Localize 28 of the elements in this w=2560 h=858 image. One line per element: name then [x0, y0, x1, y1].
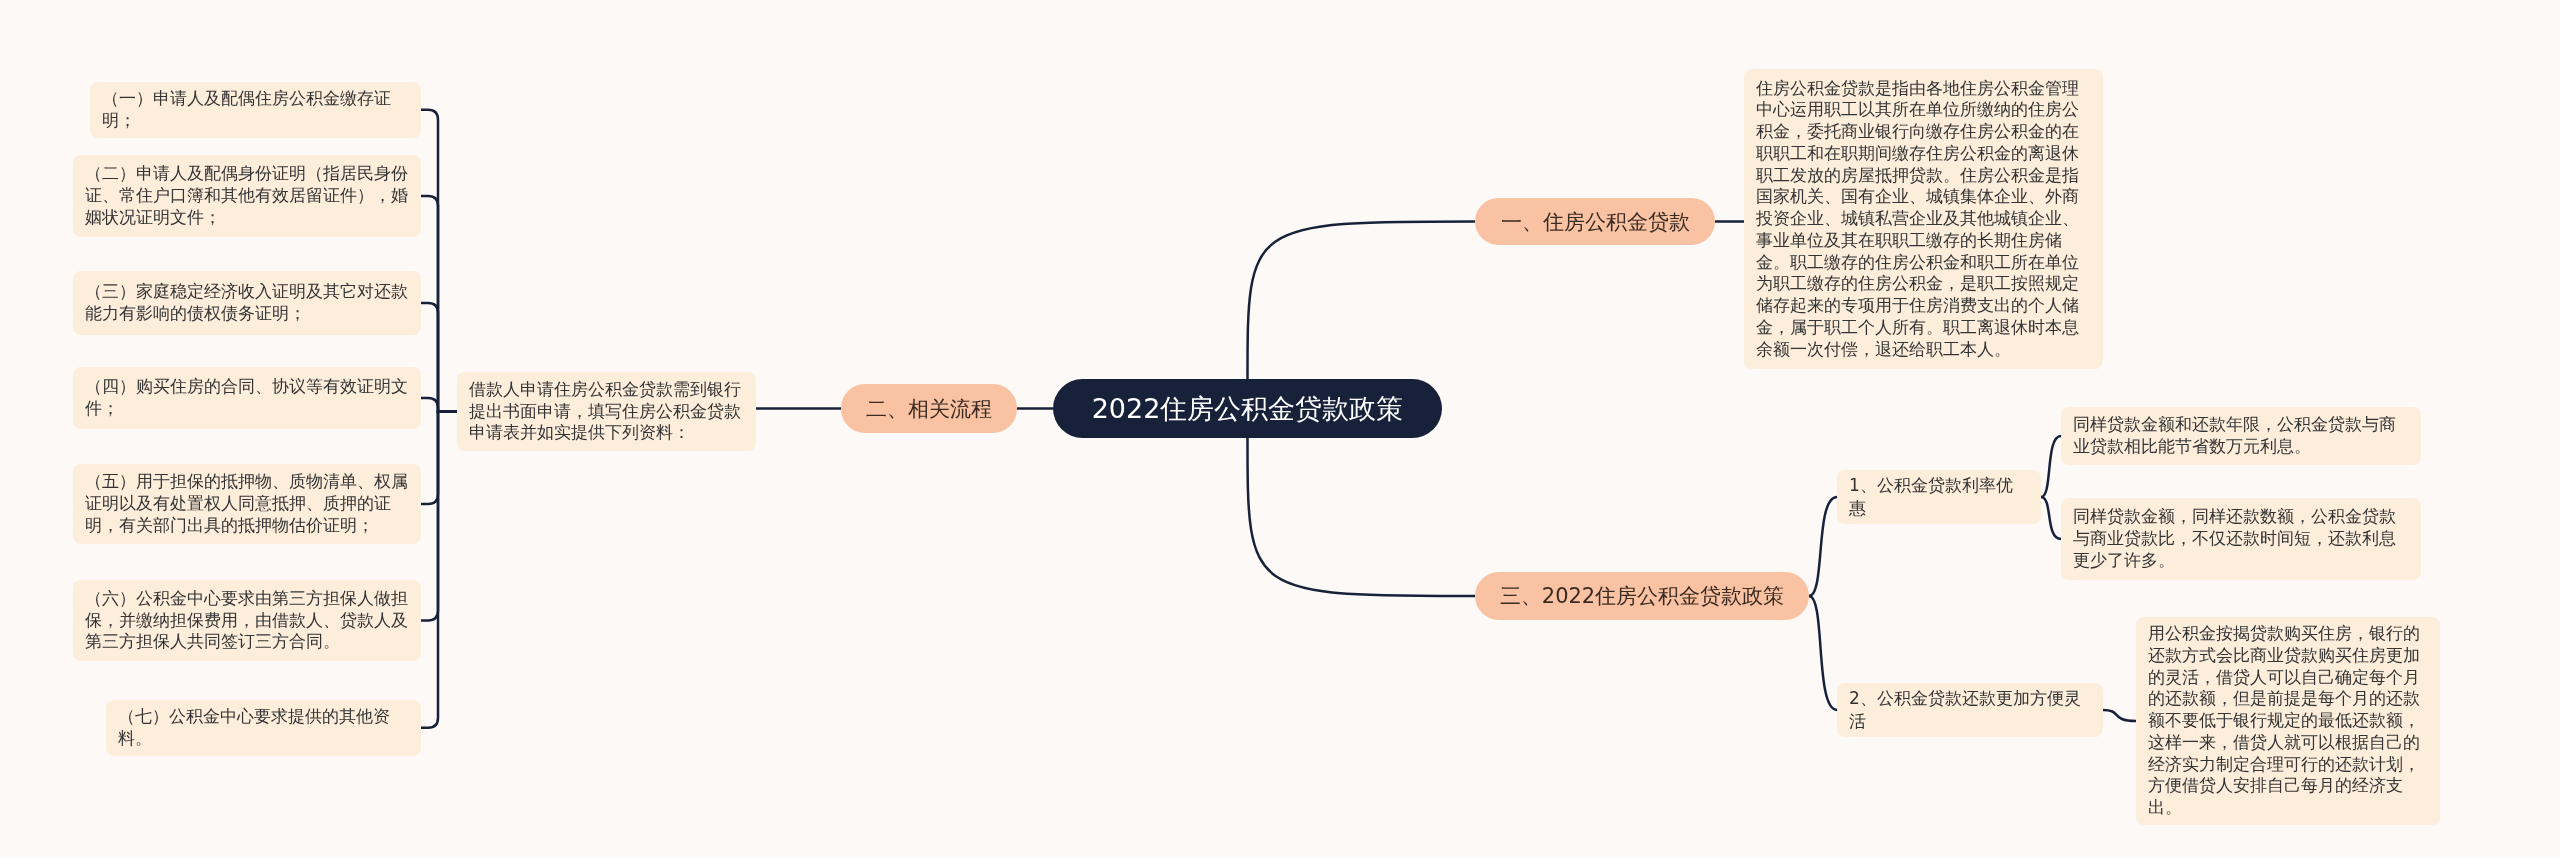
- connector-line: [2040, 495, 2062, 541]
- connector-line: [1246, 438, 1475, 598]
- connector-line: [1017, 407, 1053, 410]
- list-item-card: （四）购买住房的合同、协议等有效证明文件；: [73, 367, 421, 429]
- subtopic-card: 2、公积金贷款还款更加方便灵活: [1837, 683, 2103, 737]
- note-card: 用公积金按揭贷款购买住房，银行的还款方式会比商业贷款购买住房更加的灵活，借贷人可以自己确定每个月的还款额，但是前提是每个月的还款额不要低于银行规定的最低还款额，这样一来，借贷人就可以根据自己的经济实力制定合理可行的还款计划，方便借贷人安排自己每月的经济支出。: [2136, 617, 2440, 825]
- connector-line: [1715, 220, 1744, 223]
- note-card: 同样贷款金额，同样还款数额，公积金贷款与商业贷款比，不仅还款时间短，还款利息更少了许多。: [2061, 498, 2421, 580]
- central-topic: 2022住房公积金贷款政策: [1053, 379, 1442, 438]
- topic-pill: 一、住房公积金贷款: [1475, 198, 1715, 245]
- topic-pill: 二、相关流程: [841, 384, 1017, 433]
- list-item-card: （六）公积金中心要求由第三方担保人做担保，并缴纳担保费用，由借款人、贷款人及第三方担保人共同签订三方合同。: [73, 580, 421, 661]
- topic-pill: 三、2022住房公积金贷款政策: [1475, 572, 1809, 620]
- list-item-card: （七）公积金中心要求提供的其他资料。: [106, 700, 421, 756]
- subtopic-card: 1、公积金贷款利率优惠: [1837, 470, 2041, 524]
- connector-line: [756, 407, 841, 410]
- connector-line: [2102, 708, 2137, 723]
- connector-line: [2040, 434, 2062, 499]
- list-item-card: （一）申请人及配偶住房公积金缴存证明；: [90, 82, 421, 138]
- note-card: 同样贷款金额和还款年限，公积金贷款与商业贷款相比能节省数万元利息。: [2061, 407, 2421, 465]
- list-item-card: （二）申请人及配偶身份证明（指居民身份证、常住户口簿和其他有效居留证件），婚姻状况证明文件；: [73, 155, 421, 237]
- note-card: 住房公积金贷款是指由各地住房公积金管理中心运用职工以其所在单位所缴纳的住房公积金，委托商业银行向缴存住房公积金的在职职工和在职期间缴存住房公积金的离退休职工发放的房屋抵押贷款。住房公积金是指国家机关、国有企业、城镇集体企业、外商投资企业、城镇私营企业及其他城镇企业、事业单位及其在职职工缴存的长期住房储金。职工缴存的住房公积金和职工所在单位为职工缴存的住房公积金，是职工按照规定储存起来的专项用于住房消费支出的个人储金，属于职工个人所有。职工离退休时本息余额一次付偿，退还给职工本人。: [1744, 69, 2103, 369]
- note-card: 借款人申请住房公积金贷款需到银行提出书面申请，填写住房公积金贷款申请表并如实提供下列资料：: [457, 372, 756, 451]
- connector-line: [1808, 594, 1838, 712]
- list-item-card: （五）用于担保的抵押物、质物清单、权属证明以及有处置权人同意抵押、质押的证明，有关部门出具的抵押物估价证明；: [73, 464, 421, 544]
- connector-line: [1246, 220, 1475, 379]
- connector-line: [1808, 495, 1838, 598]
- list-item-card: （三）家庭稳定经济收入证明及其它对还款能力有影响的债权债务证明；: [73, 271, 421, 335]
